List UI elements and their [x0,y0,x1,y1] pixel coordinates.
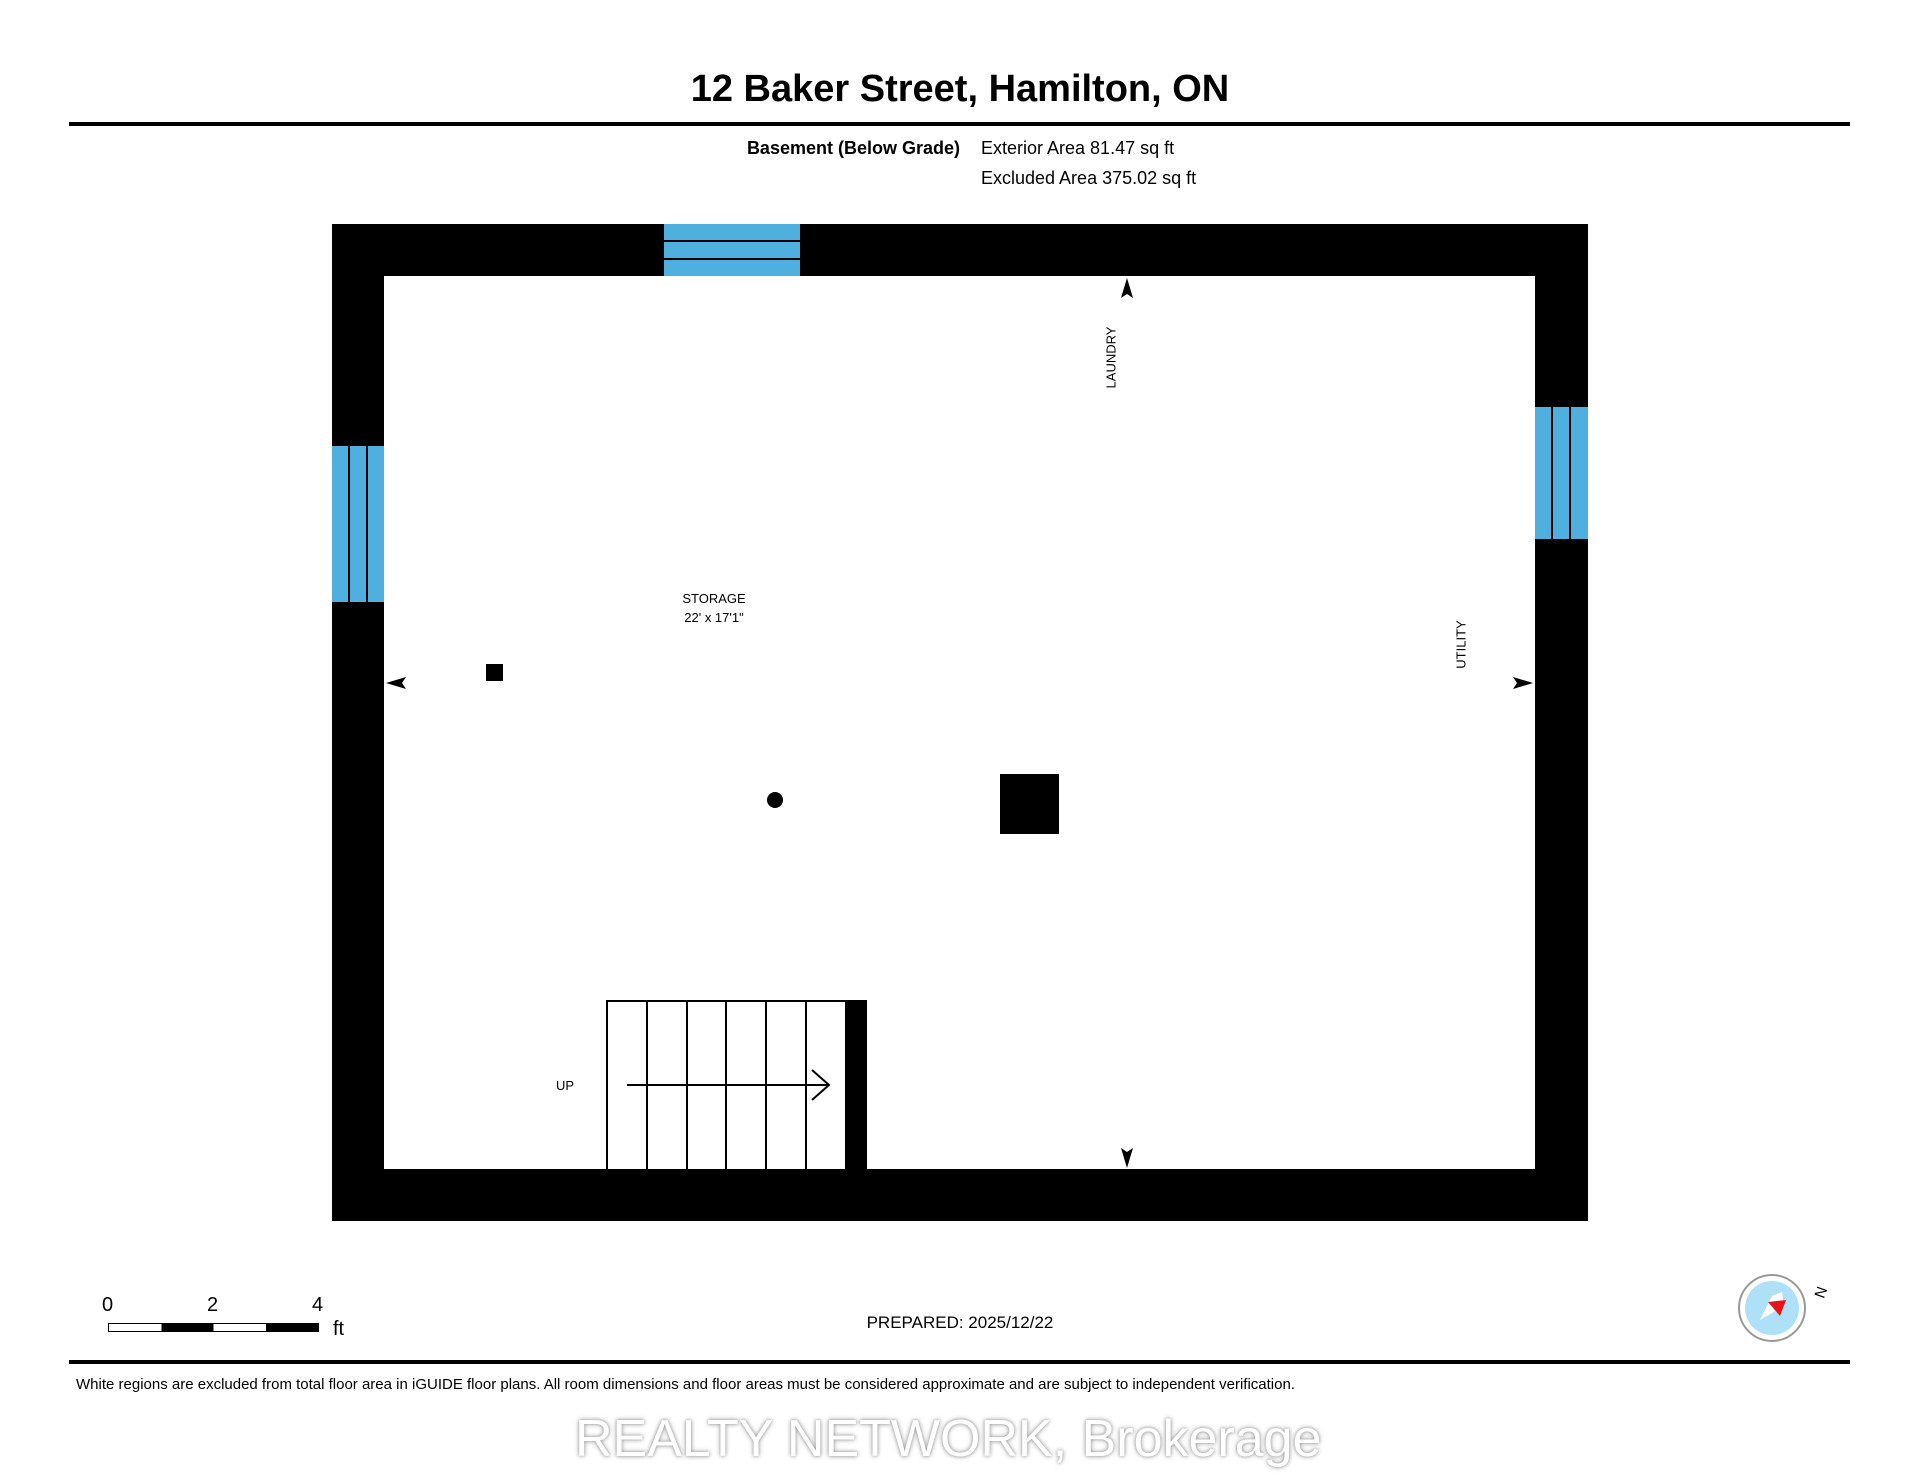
window-left [332,446,384,602]
room-storage-dimensions: 22' x 17'1" [684,610,744,625]
arrow-left-icon [386,677,406,689]
disclaimer: White regions are excluded from total fl… [76,1376,1295,1393]
scale-tick-4: 4 [312,1294,324,1316]
wall-left [332,224,384,1221]
exterior-area: Exterior Area 81.47 sq ft [981,138,1175,158]
scale-bar-graphic [108,1323,319,1332]
wall-top [332,224,1588,276]
stairs-up-label: UP [556,1078,575,1093]
arrow-up-laundry-icon [1121,278,1133,298]
scale-tick-2: 2 [207,1294,219,1316]
stairs-direction-arrow-icon [627,1069,831,1101]
top-divider [69,122,1850,126]
stair-wall [847,1000,867,1169]
watermark: REALTY NETWORK, Brokerage [575,1410,1345,1468]
chimney-block-icon [1000,774,1059,834]
arrow-right-utility-icon [1513,677,1533,689]
wall-right [1535,224,1588,1221]
round-post-icon [767,792,783,808]
arrow-down-icon [1121,1148,1133,1168]
floor-name: Basement (Below Grade) [746,138,960,158]
bottom-divider [69,1360,1850,1364]
window-right [1535,407,1588,539]
small-post-icon [486,664,503,681]
scale-tick-0: 0 [102,1294,114,1316]
room-storage-name: STORAGE [682,591,746,606]
excluded-area: Excluded Area 375.02 sq ft [981,168,1197,188]
compass-icon [1738,1274,1806,1342]
page-title: 12 Baker Street, Hamilton, ON [690,68,1230,110]
scale-unit: ft [333,1318,345,1340]
prepared-date: PREPARED: 2025/12/22 [866,1313,1054,1332]
window-top [664,224,800,276]
wall-bottom [332,1169,1588,1221]
